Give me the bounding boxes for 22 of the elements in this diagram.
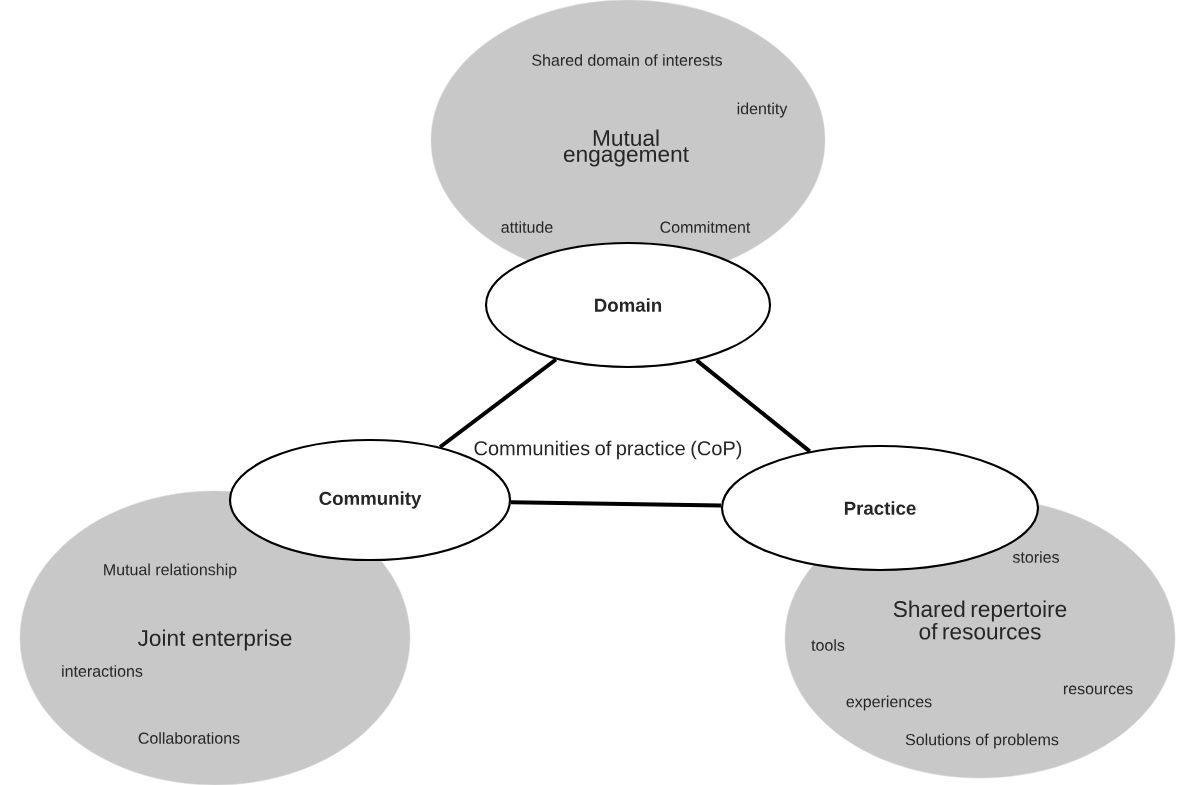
heading: Mutual engagement — [563, 129, 689, 167]
keyword: Shared domain of interests — [532, 54, 722, 66]
connector-line — [438, 357, 558, 449]
keyword: Solutions of problems — [905, 733, 1059, 749]
keyword: stories — [1012, 551, 1059, 563]
keyword: tools — [811, 639, 845, 651]
keyword: interactions — [62, 665, 143, 677]
connector-line — [510, 500, 722, 508]
node-label: Domain — [595, 298, 662, 312]
keyword: Collaborations — [138, 732, 240, 744]
node-label: Practice — [844, 501, 916, 515]
keyword: resources — [1063, 685, 1133, 695]
heading: Shared repertoire of resources — [893, 600, 1067, 640]
node-label: Community — [319, 491, 422, 509]
heading: Joint enterprise — [137, 629, 292, 651]
keyword: experiences — [846, 695, 932, 711]
center-label: Communities of practice (CoP) — [474, 440, 742, 460]
keyword: identity — [737, 102, 788, 118]
keyword: attitude — [501, 221, 553, 233]
keyword: Mutual relationship — [104, 563, 237, 579]
connector-line — [695, 358, 811, 453]
keyword: Commitment — [660, 221, 751, 233]
